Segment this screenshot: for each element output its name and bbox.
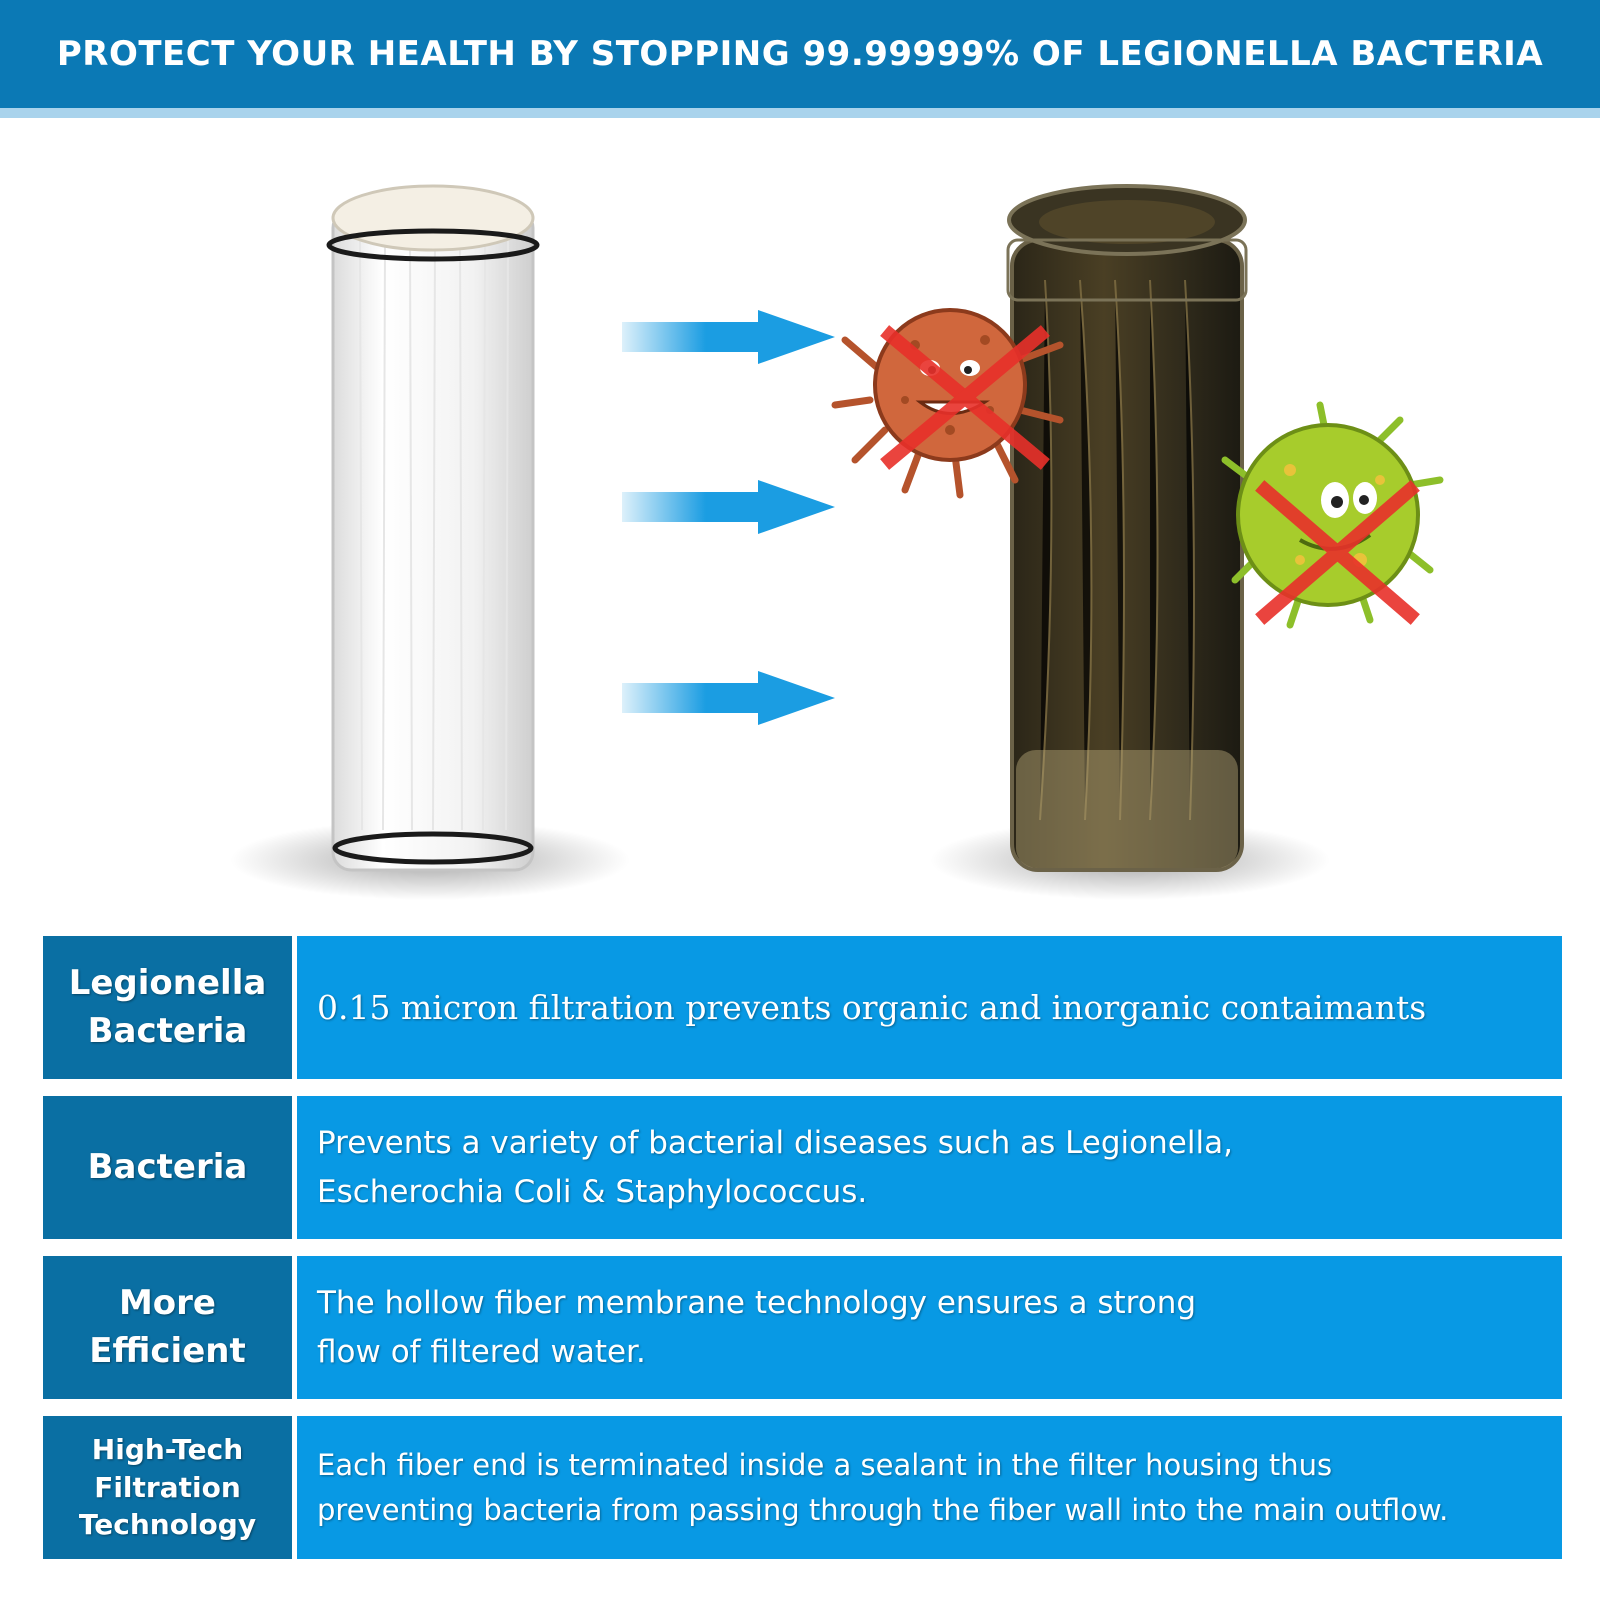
banner-stripe (0, 108, 1600, 118)
feature-description-line: preventing bacteria from passing through… (317, 1492, 1449, 1527)
flow-arrow-icon (622, 310, 835, 364)
virus-icon (1221, 401, 1444, 629)
page-title: PROTECT YOUR HEALTH BY STOPPING 99.99999… (56, 34, 1544, 74)
feature-description-line: flow of filtered water. (317, 1333, 646, 1370)
feature-label-line: Bacteria (87, 1010, 248, 1051)
feature-label-line: Filtration (94, 1470, 241, 1504)
feature-label: Legionella Bacteria (43, 936, 292, 1079)
feature-description: 0.15 micron filtration prevents organic … (297, 936, 1562, 1079)
feature-label-line: Technology (78, 1508, 257, 1542)
feature-description: The hollow fiber membrane technology ens… (297, 1256, 1562, 1399)
feature-label: High-Tech Filtration Technology (43, 1416, 292, 1559)
feature-row-hightech: High-Tech Filtration Technology Each fib… (43, 1416, 1562, 1559)
feature-label: Bacteria (43, 1096, 292, 1239)
feature-label-line: Bacteria (87, 1146, 248, 1187)
header-banner: PROTECT YOUR HEALTH BY STOPPING 99.99999… (0, 0, 1600, 108)
feature-description-line: 0.15 micron filtration prevents organic … (317, 987, 1427, 1027)
feature-description-line: Escherochia Coli & Staphylococcus. (317, 1173, 868, 1210)
feature-label-line: Legionella (68, 962, 267, 1003)
feature-label-line: More (118, 1282, 216, 1323)
dirty-filter-cartridge-icon (930, 184, 1330, 900)
feature-label-line: Efficient (89, 1330, 246, 1371)
flow-arrow-icon (622, 671, 835, 725)
feature-row-legionella: Legionella Bacteria 0.15 micron filtrati… (43, 936, 1562, 1079)
filter-comparison-illustration (230, 184, 1444, 900)
bacteria-icon (831, 308, 1064, 499)
feature-description: Each fiber end is terminated inside a se… (297, 1416, 1562, 1559)
feature-description-line: Each fiber end is terminated inside a se… (317, 1447, 1333, 1482)
feature-row-bacteria: Bacteria Prevents a variety of bacterial… (43, 1096, 1562, 1239)
feature-row-efficient: More Efficient The hollow fiber membrane… (43, 1256, 1562, 1399)
clean-filter-cartridge-icon (230, 184, 630, 900)
feature-description-line: Prevents a variety of bacterial diseases… (317, 1125, 1233, 1162)
feature-label: More Efficient (43, 1256, 292, 1399)
feature-description-line: The hollow fiber membrane technology ens… (317, 1285, 1197, 1322)
feature-label-line: High-Tech (91, 1432, 244, 1466)
feature-description: Prevents a variety of bacterial diseases… (297, 1096, 1562, 1239)
flow-arrow-icon (622, 480, 835, 534)
